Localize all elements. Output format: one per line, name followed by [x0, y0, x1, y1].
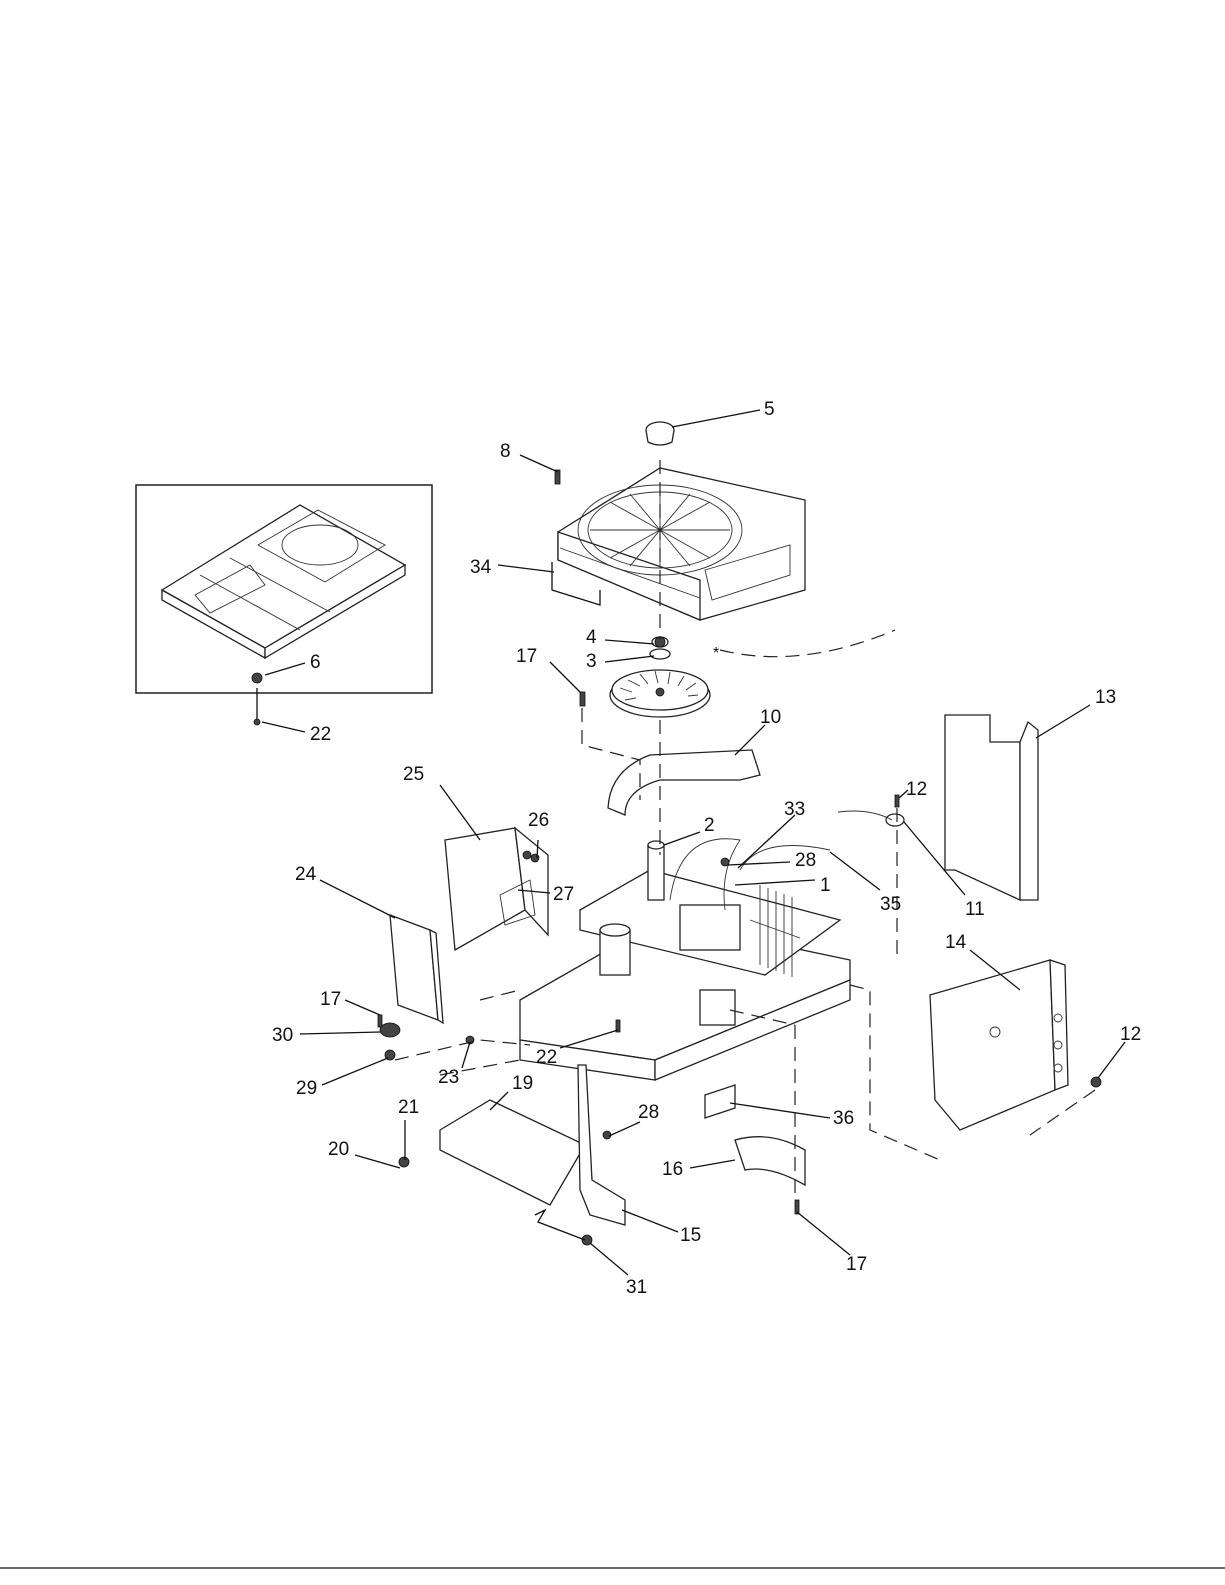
callout-26: 26	[528, 810, 549, 831]
grommet-part-11	[838, 811, 904, 826]
side-panel-part-13	[945, 715, 1038, 900]
callout-17: 17	[320, 989, 341, 1010]
callout-35: 35	[880, 894, 901, 915]
base-panel-part-19	[440, 1100, 585, 1205]
knob-part-5	[646, 422, 674, 445]
callout-34: 34	[470, 557, 492, 578]
callout-15: 15	[680, 1225, 701, 1246]
callout-28: 28	[795, 850, 816, 871]
callout-5: 5	[764, 399, 775, 420]
callout-21: 21	[398, 1097, 419, 1118]
callout-31: 31	[626, 1277, 647, 1298]
callout-29: 29	[296, 1078, 317, 1099]
control-panel-part-25	[445, 828, 548, 950]
callout-12: 12	[1120, 1024, 1141, 1045]
callout-4: 4	[586, 627, 597, 648]
blower-wheel	[610, 637, 710, 717]
callout-11: 11	[965, 899, 985, 920]
callout-14: 14	[945, 932, 967, 953]
callout-6: 6	[310, 652, 321, 673]
callout-1: 1	[820, 875, 831, 896]
callout-12: 12	[906, 779, 927, 800]
callout-8: 8	[500, 441, 511, 462]
callout-17: 17	[846, 1254, 867, 1275]
callout-28: 28	[638, 1102, 659, 1123]
callout-27: 27	[553, 884, 574, 905]
callout-36: 36	[833, 1108, 854, 1129]
bracket-part-15	[578, 1065, 625, 1225]
callout-19: 19	[512, 1073, 533, 1094]
label-plate-part-36	[705, 1085, 735, 1118]
rear-panel-part-14	[930, 960, 1068, 1130]
callout-33: 33	[784, 799, 805, 820]
callout-20: 20	[328, 1139, 349, 1160]
callout-10: 10	[760, 707, 781, 728]
callout-24: 24	[295, 864, 317, 885]
callout-22: 22	[310, 724, 331, 745]
inset-base-view	[136, 485, 432, 725]
callout-23: 23	[438, 1067, 459, 1088]
callout-16: 16	[662, 1159, 683, 1180]
callout-17: 17	[516, 646, 537, 667]
fan-shroud-part-10	[608, 750, 760, 815]
main-chassis	[520, 839, 850, 1080]
left-panel-part-24	[390, 915, 443, 1023]
callout-30: 30	[272, 1025, 293, 1046]
callout-2: 2	[704, 815, 715, 836]
callout-3: 3	[586, 651, 597, 672]
callout-25: 25	[403, 764, 424, 785]
asterisk-marker: *	[713, 645, 719, 662]
top-cover	[552, 468, 805, 620]
callout-22: 22	[536, 1047, 557, 1068]
callout-13: 13	[1095, 687, 1116, 708]
